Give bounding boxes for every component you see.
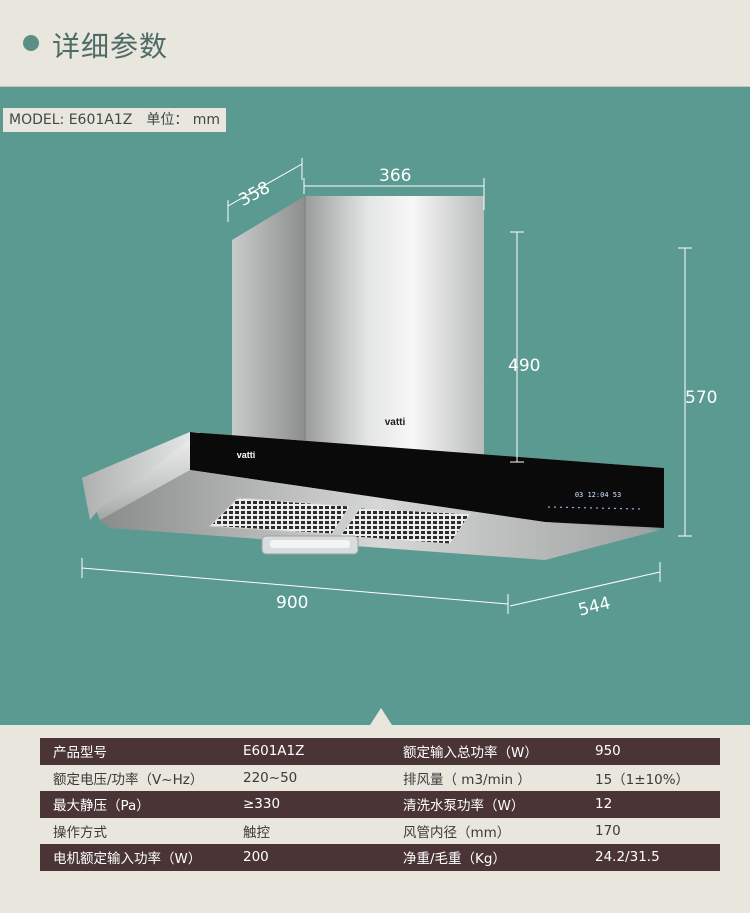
glass-control-panel: [190, 432, 664, 528]
dimension-lines: [81, 158, 692, 614]
spec-key: 额定电压/功率（V~Hz）: [53, 771, 204, 788]
model-label: MODEL: E601A1Z: [9, 112, 133, 128]
spec-table: 产品型号 E601A1Z 额定输入总功率（W） 950 额定电压/功率（V~Hz…: [40, 738, 720, 871]
page-title: 详细参数: [52, 30, 169, 63]
spec-value: 220~50: [243, 769, 298, 786]
left-filter-grille: [208, 497, 351, 535]
dim-top-width: 366: [379, 166, 411, 186]
section-header: 详细参数: [0, 0, 750, 87]
model-info-bar: MODEL: E601A1Z 单位： mm: [3, 108, 227, 132]
range-hood-dimension-drawing: vatti vatti 03 12:04 53: [81, 158, 717, 621]
right-filter-grille: [339, 507, 471, 545]
spec-row: 电机额定输入功率（W） 200 净重/毛重（Kg） 24.2/31.5: [40, 844, 720, 871]
spec-key: 风管内径（mm）: [403, 824, 511, 841]
spec-key: 清洗水泵功率（W）: [403, 798, 525, 815]
dim-width: 900: [276, 593, 308, 613]
chimney-brand-logo: vatti: [385, 417, 406, 428]
spec-key: 产品型号: [53, 745, 107, 762]
spec-value: 170: [595, 822, 621, 839]
panel-brand-logo: vatti: [237, 450, 256, 460]
spec-key: 电机额定输入功率（W）: [53, 851, 202, 868]
dim-top-depth: 358: [236, 178, 274, 211]
chimney-front-face: [305, 196, 484, 458]
spec-key: 最大静压（Pa）: [53, 798, 150, 815]
spec-key: 排风量（ m3/min ）: [403, 771, 531, 788]
spec-value: 15（1±10%）: [595, 771, 690, 788]
dim-chimney-height: 490: [508, 356, 540, 376]
spec-key: 净重/毛重（Kg）: [403, 851, 506, 868]
chimney-side-face: [232, 196, 305, 452]
panel-display-readout: 03 12:04 53: [575, 491, 621, 499]
spec-row: 额定电压/功率（V~Hz） 220~50 排风量（ m3/min ） 15（1±…: [40, 765, 720, 792]
spec-row: 操作方式 触控 风管内径（mm） 170: [40, 818, 720, 845]
spec-row: 产品型号 E601A1Z 额定输入总功率（W） 950: [40, 738, 720, 765]
dim-depth: 544: [576, 593, 612, 620]
spec-panel: [0, 725, 750, 913]
hood-body-left-face: [82, 432, 200, 520]
spec-value: 触控: [243, 824, 270, 841]
spec-key: 操作方式: [53, 824, 107, 841]
spec-key: 额定输入总功率（W）: [403, 745, 538, 762]
spec-panel-notch: [370, 708, 392, 725]
dim-total-height: 570: [685, 388, 717, 408]
spec-value: 24.2/31.5: [595, 849, 660, 866]
spec-row: 最大静压（Pa） ≥330 清洗水泵功率（W） 12: [40, 791, 720, 818]
spec-value: 950: [595, 743, 621, 760]
spec-value: E601A1Z: [243, 743, 305, 760]
bullet-dot-icon: [23, 35, 39, 51]
spec-value: 12: [595, 796, 613, 813]
spec-value: ≥330: [243, 796, 281, 813]
unit-label: 单位： mm: [146, 112, 221, 128]
spec-value: 200: [243, 849, 269, 866]
